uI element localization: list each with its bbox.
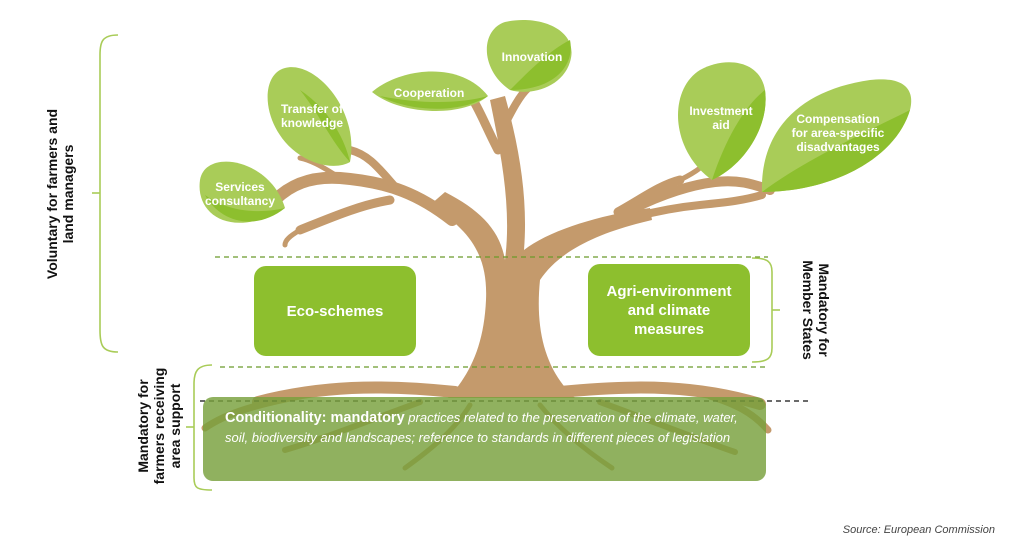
leaf-label-transfer: Transfer of knowledge (280, 102, 343, 130)
leaf-cooperation (372, 71, 488, 111)
leaf-label-investment: Investment aid (689, 104, 753, 132)
leaf-compensation (761, 79, 912, 192)
label-mandatory-farmers: Mandatory for farmers receiving area sup… (135, 367, 183, 485)
tree-trunk (430, 96, 652, 398)
leaf-services-consultancy (199, 161, 285, 223)
conditionality-box: Conditionality: mandatory practices rela… (203, 397, 766, 481)
leaf-label-innovation: Innovation (501, 50, 563, 64)
bracket-member-states (751, 257, 773, 363)
label-mandatory-member-states: Mandatory for Member States (800, 260, 832, 360)
bracket-farmers-support (193, 364, 213, 491)
conditionality-description: practices related to the preservation of… (225, 410, 738, 445)
leaf-label-compensation: Compensation for area-specific disadvant… (791, 112, 885, 154)
leaf-label-services: Services consultancy (204, 180, 276, 208)
bracket-voluntary (99, 34, 119, 353)
leaf-investment-aid (678, 62, 766, 180)
leaf-label-cooperation: Cooperation (393, 86, 465, 100)
conditionality-text: Conditionality: mandatory practices rela… (225, 408, 755, 447)
label-voluntary: Voluntary for farmers and land managers (44, 108, 76, 280)
leaf-innovation (486, 19, 572, 92)
leaf-transfer-of-knowledge (267, 67, 352, 166)
source-caption: Source: European Commission (842, 524, 995, 536)
agri-environment-box: Agri-environment and climate measures (588, 264, 750, 356)
conditionality-heading: Conditionality: mandatory (225, 410, 405, 426)
eco-schemes-box: Eco-schemes (254, 266, 416, 356)
